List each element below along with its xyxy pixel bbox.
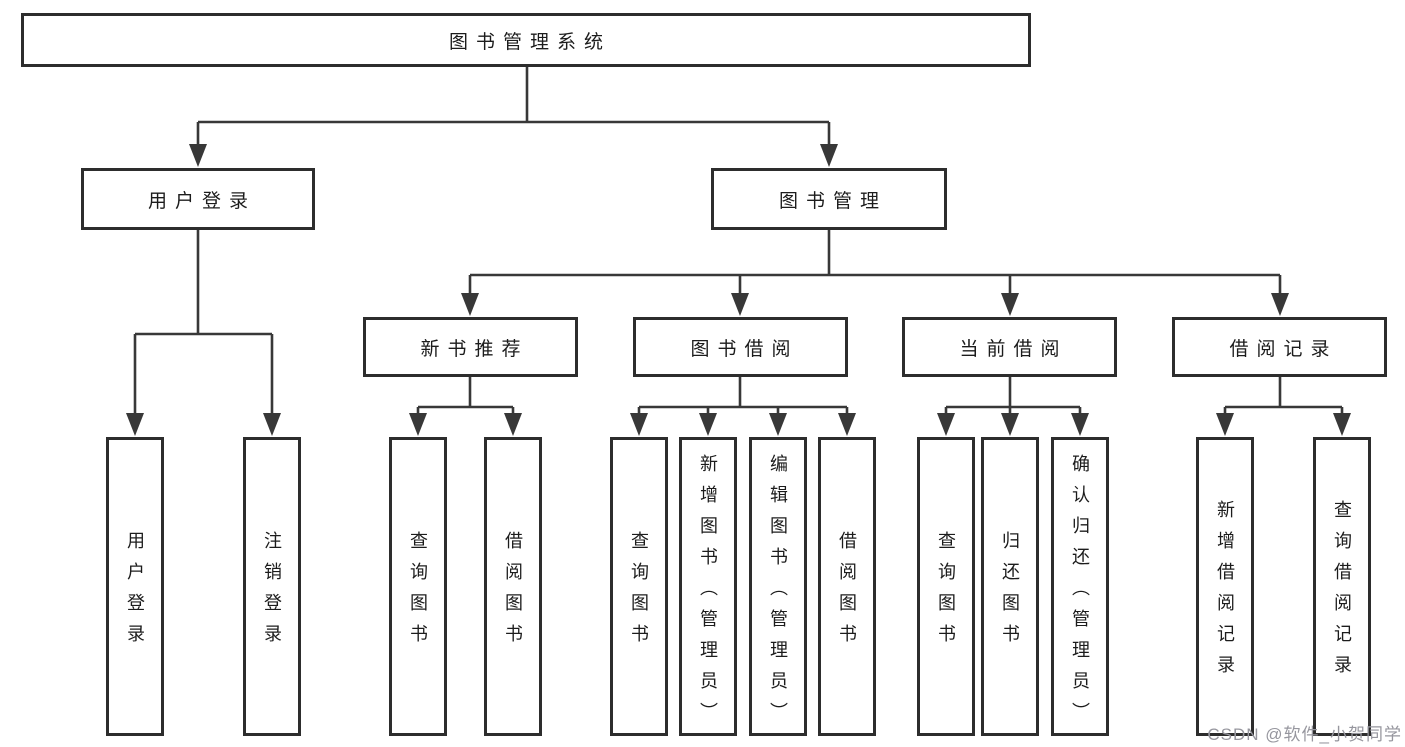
leaf-edit-books-admin: 编辑图书（管理员） (749, 437, 807, 736)
node-label: 查询图书 (936, 531, 956, 655)
leaf-user-login: 用户登录 (106, 437, 164, 736)
leaf-query-books-borrow: 查询图书 (610, 437, 668, 736)
leaf-borrow-books-recommend: 借阅图书 (484, 437, 542, 736)
node-label: 借阅图书 (837, 531, 857, 655)
leaf-confirm-return-admin: 确认归还（管理员） (1051, 437, 1109, 736)
node-library-management-system: 图书管理系统 (21, 13, 1031, 67)
node-label: 用户登录 (147, 190, 256, 212)
leaf-return-books: 归还图书 (981, 437, 1039, 736)
node-new-book-recommendation: 新书推荐 (363, 317, 578, 377)
node-label: 借阅记录 (1229, 338, 1338, 360)
node-label: 借阅图书 (503, 531, 523, 655)
node-label: 注销登录 (262, 531, 282, 655)
node-label: 图书借阅 (690, 338, 799, 360)
leaf-borrow-books: 借阅图书 (818, 437, 876, 736)
node-label: 新书推荐 (420, 338, 529, 360)
leaf-logout: 注销登录 (243, 437, 301, 736)
watermark: CSDN @软件_小贺同学 (1207, 725, 1402, 744)
node-label: 查询图书 (629, 531, 649, 655)
leaf-query-books-current: 查询图书 (917, 437, 975, 736)
node-borrowing-records: 借阅记录 (1172, 317, 1387, 377)
arrowheads (126, 144, 1351, 436)
node-label: 图书管理 (778, 190, 887, 212)
node-label: 编辑图书（管理员） (768, 453, 788, 733)
node-book-management: 图书管理 (711, 168, 947, 230)
leaf-query-borrow-record: 查询借阅记录 (1313, 437, 1371, 736)
leaf-query-books-recommend: 查询图书 (389, 437, 447, 736)
node-label: 查询图书 (408, 531, 428, 655)
node-user-login: 用户登录 (81, 168, 315, 230)
node-current-borrowing: 当前借阅 (902, 317, 1117, 377)
node-label: 归还图书 (1000, 531, 1020, 655)
node-book-borrowing: 图书借阅 (633, 317, 848, 377)
node-label: 用户登录 (125, 531, 145, 655)
node-label: 确认归还（管理员） (1070, 453, 1090, 733)
leaf-add-borrow-record: 新增借阅记录 (1196, 437, 1254, 736)
node-label: 当前借阅 (959, 338, 1068, 360)
node-label: 图书管理系统 (448, 31, 611, 53)
node-label: 新增图书（管理员） (698, 453, 718, 733)
leaf-add-books-admin: 新增图书（管理员） (679, 437, 737, 736)
node-label: 查询借阅记录 (1332, 500, 1352, 686)
node-label: 新增借阅记录 (1215, 500, 1235, 686)
